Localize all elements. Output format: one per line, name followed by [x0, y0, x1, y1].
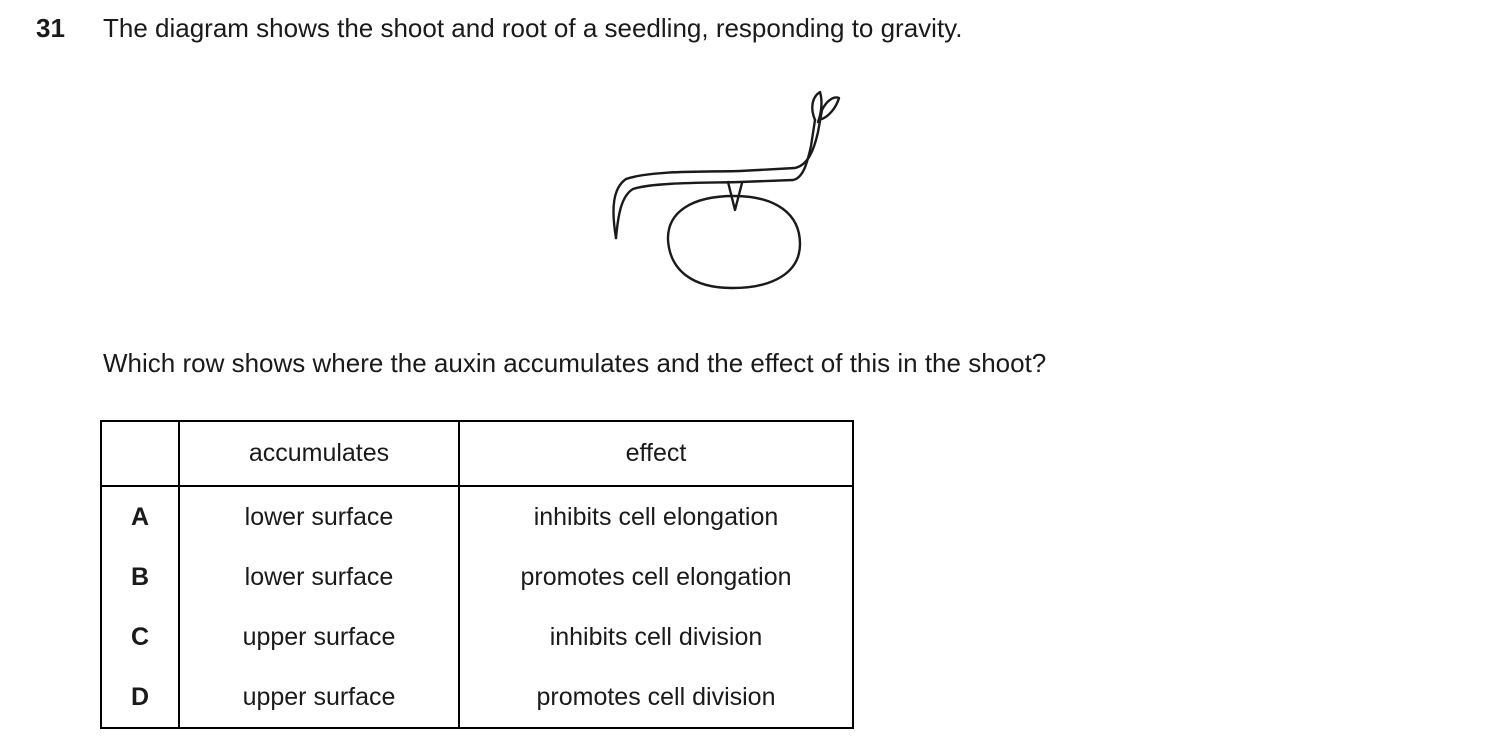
seed-outline	[666, 194, 802, 290]
option-letter-d: D	[100, 667, 180, 729]
table-row-a: A lower surface inhibits cell elongation	[100, 486, 854, 547]
seedling-figure	[588, 88, 868, 298]
radicle-notch	[726, 180, 744, 212]
option-letter-c: C	[100, 607, 180, 667]
option-letter-a: A	[100, 486, 180, 547]
stem-upper-edge	[612, 108, 824, 240]
header-accumulates: accumulates	[178, 420, 460, 487]
header-effect: effect	[458, 420, 854, 487]
option-a-accumulates: lower surface	[178, 486, 460, 547]
question-intro: The diagram shows the shoot and root of …	[103, 13, 963, 43]
shoot-leaf-right	[820, 96, 841, 121]
answer-table: accumulates effect A lower surface inhib…	[100, 420, 854, 729]
option-a-effect: inhibits cell elongation	[458, 486, 854, 547]
option-c-effect: inhibits cell division	[458, 607, 854, 667]
shoot-leaf-left	[811, 90, 823, 124]
question-prompt: Which row shows where the auxin accumula…	[103, 348, 1047, 378]
option-b-accumulates: lower surface	[178, 547, 460, 607]
question-header: 31 The diagram shows the shoot and root o…	[36, 13, 962, 44]
option-b-effect: promotes cell elongation	[458, 547, 854, 607]
question-number: 31	[36, 13, 65, 43]
option-c-accumulates: upper surface	[178, 607, 460, 667]
option-d-accumulates: upper surface	[178, 667, 460, 729]
table-row-d: D upper surface promotes cell division	[100, 667, 854, 729]
table-header-row: accumulates effect	[100, 420, 854, 487]
stem-lower-edge	[614, 118, 817, 240]
option-d-effect: promotes cell division	[458, 667, 854, 729]
seedling-diagram	[612, 90, 841, 290]
header-blank	[100, 420, 180, 487]
table-row-c: C upper surface inhibits cell division	[100, 607, 854, 667]
table-row-b: B lower surface promotes cell elongation	[100, 547, 854, 607]
option-letter-b: B	[100, 547, 180, 607]
